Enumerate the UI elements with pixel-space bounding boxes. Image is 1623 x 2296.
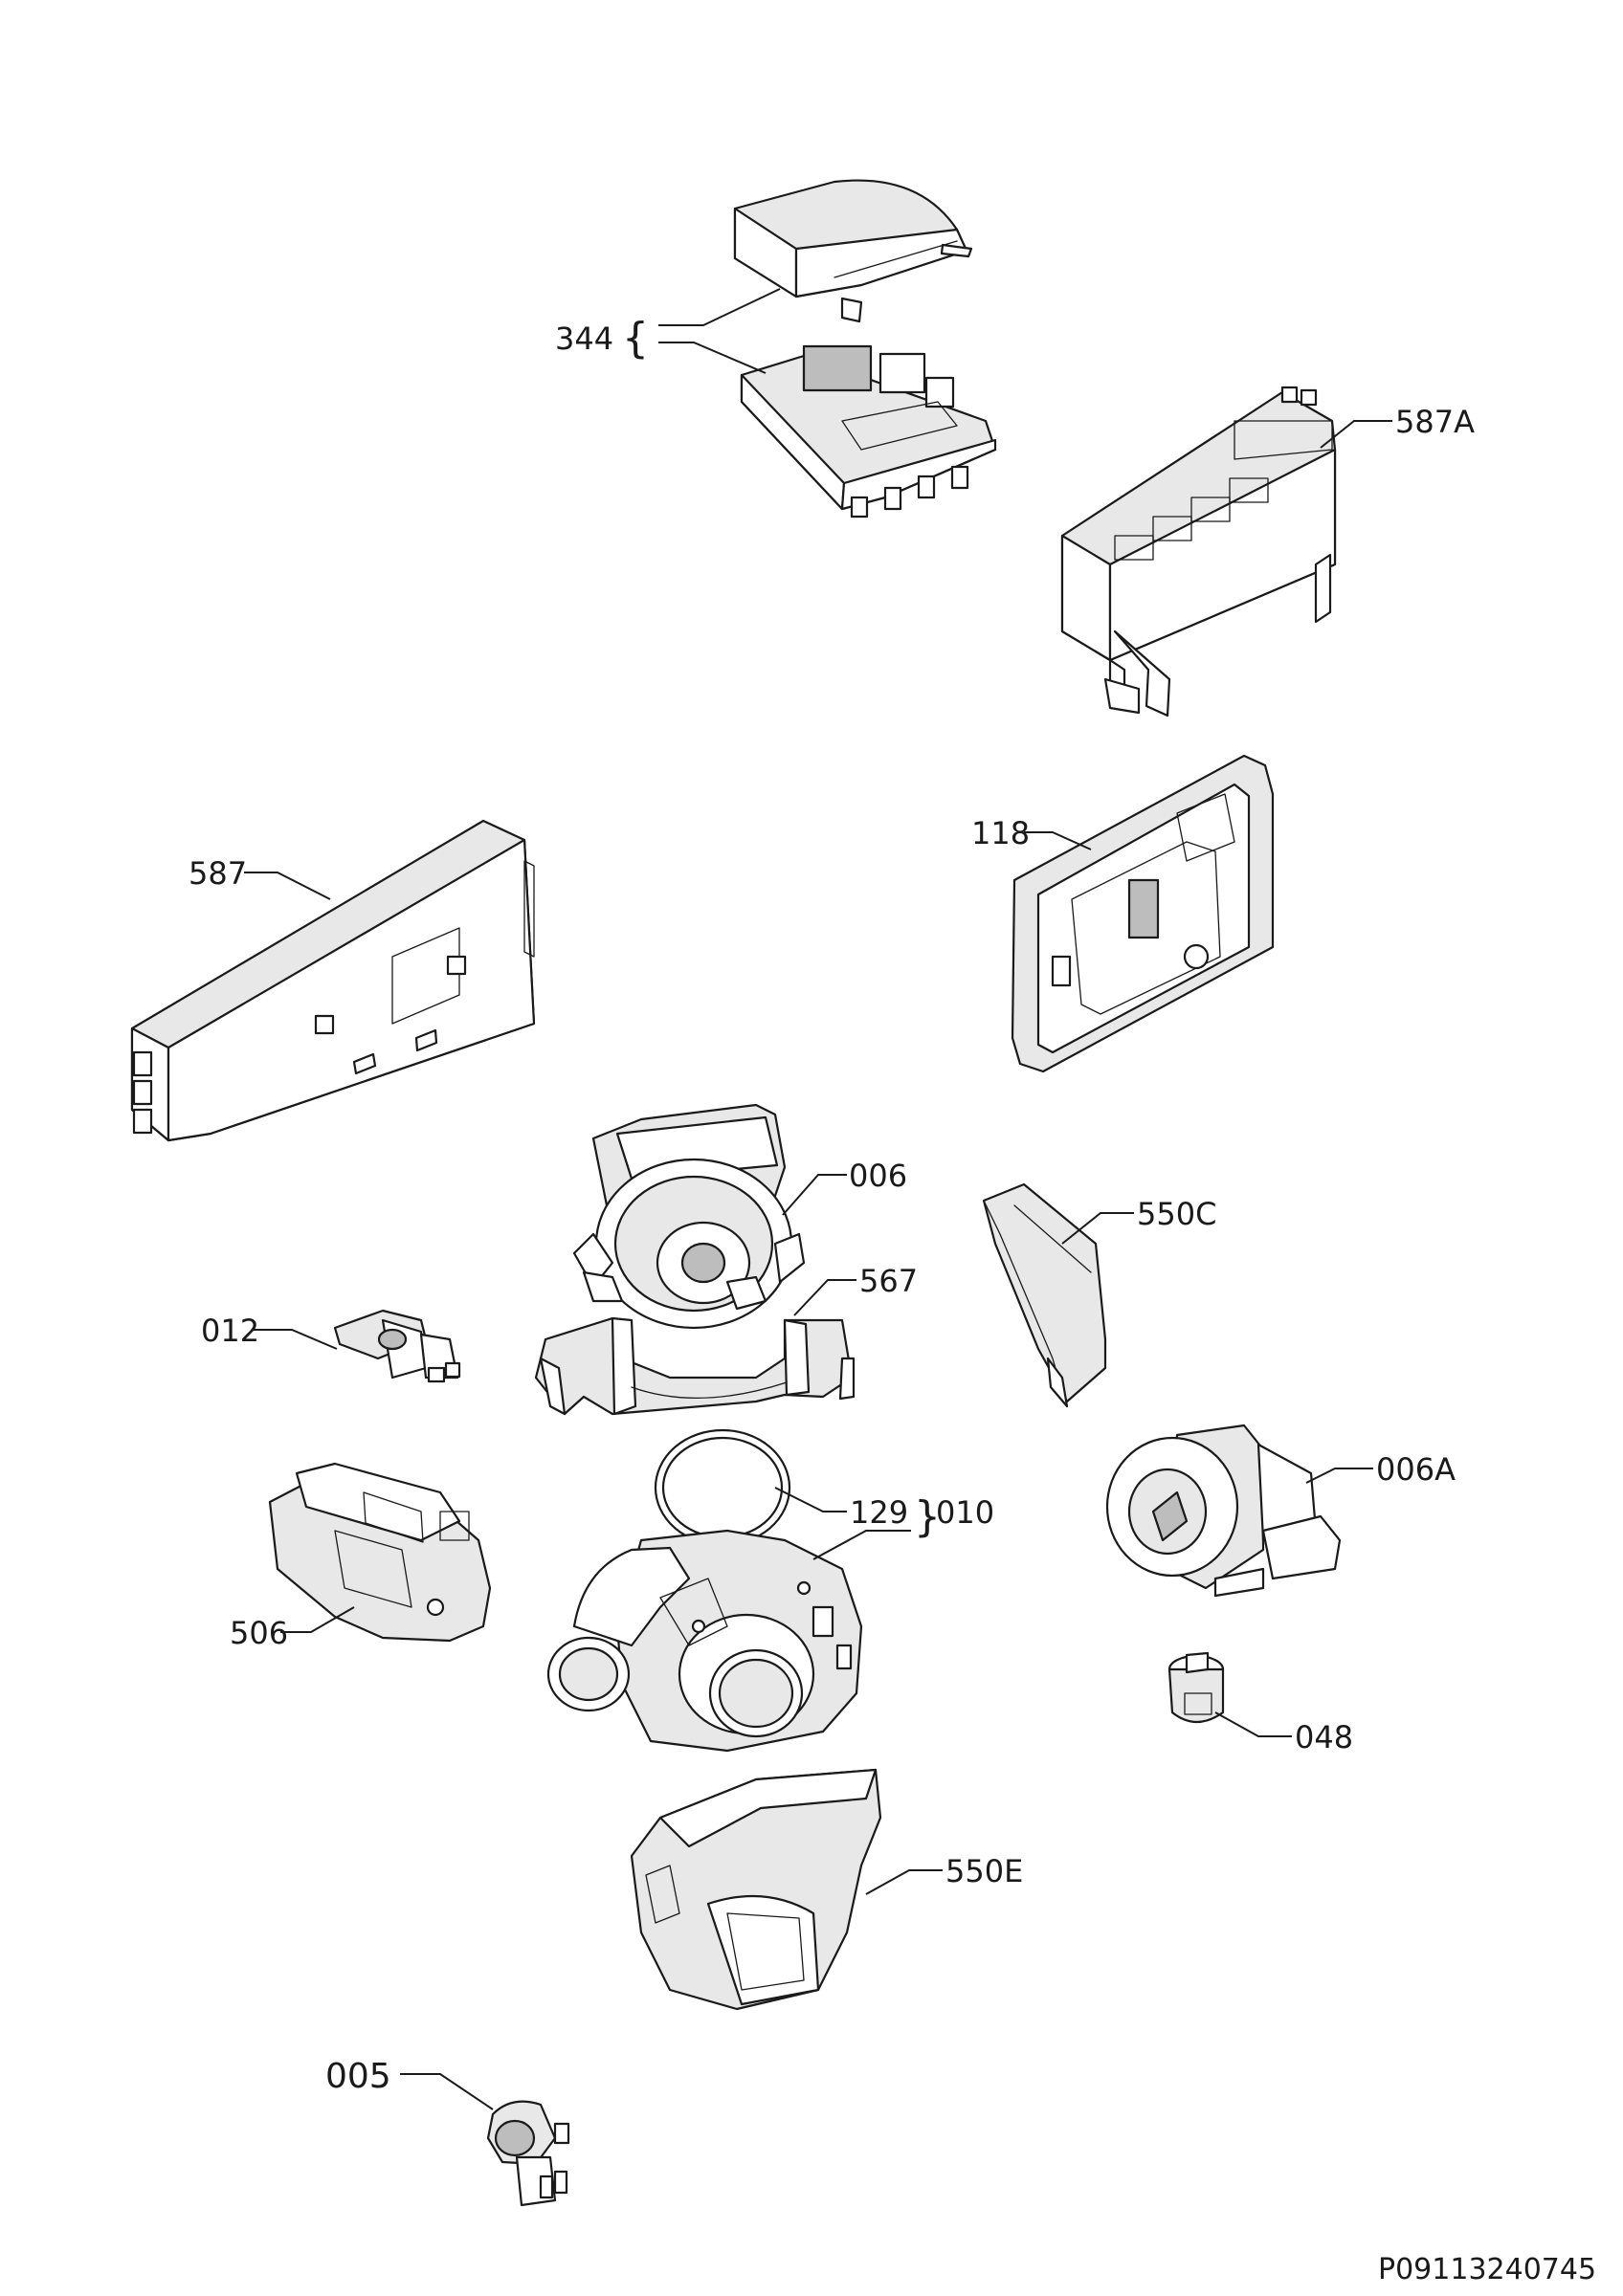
callout-344: 344: [555, 320, 613, 357]
callout-012: 012: [201, 1313, 259, 1349]
part-012-sensor: [333, 1309, 461, 1383]
part-010-heat-pump: [546, 1529, 863, 1753]
leader-506: [280, 1606, 355, 1633]
leader-012: [252, 1329, 338, 1350]
leader-010: [812, 1530, 911, 1560]
leader-567: [793, 1279, 856, 1316]
callout-006: 006: [849, 1158, 907, 1194]
part-006A-drain-pump: [1105, 1424, 1342, 1598]
part-587A-control-module: [1060, 386, 1337, 718]
callout-labels: 344 { 587A 587 118 006 550C 567 012 129 …: [189, 314, 1475, 2096]
part-344-cover: [733, 179, 973, 323]
leader-550C: [1061, 1212, 1134, 1245]
leader-006: [782, 1174, 847, 1216]
leader-118: [1024, 831, 1092, 850]
leader-048: [1214, 1711, 1292, 1737]
leader-587: [244, 872, 331, 900]
part-129-gasket: [654, 1428, 791, 1547]
part-506-housing: [268, 1462, 492, 1643]
brace-344: {: [622, 314, 649, 363]
part-550E-pump-cover: [630, 1768, 882, 2011]
leader-129: [774, 1487, 847, 1512]
part-344-board: [740, 344, 997, 519]
part-550C-cover: [982, 1182, 1107, 1408]
leader-005: [400, 2073, 494, 2110]
brace-010: }: [914, 1492, 941, 1541]
leader-006A: [1305, 1468, 1373, 1484]
callout-129: 129: [850, 1494, 908, 1531]
callout-005: 005: [325, 2057, 391, 2096]
callout-587: 587: [189, 855, 247, 892]
part-118-dispenser: [1011, 754, 1275, 1073]
part-005-inlet-valve: [486, 2100, 570, 2207]
callout-506: 506: [230, 1615, 288, 1651]
leader-587A: [1320, 420, 1392, 449]
callout-118: 118: [971, 815, 1030, 851]
callout-010: 010: [936, 1494, 994, 1531]
callout-587A: 587A: [1395, 404, 1475, 440]
callout-567: 567: [859, 1263, 918, 1299]
document-id: P09113240745: [1378, 2253, 1596, 2286]
part-048-sensor: [1167, 1651, 1225, 1724]
leader-550E: [865, 1869, 943, 1895]
leader-344-cover: [658, 288, 781, 326]
callout-550C: 550C: [1137, 1196, 1216, 1232]
leader-lines: [244, 288, 1392, 2110]
callout-006A: 006A: [1376, 1451, 1456, 1488]
callout-048: 048: [1295, 1719, 1353, 1755]
part-587-electronic-box: [130, 819, 536, 1142]
part-567-pump-bracket: [534, 1316, 856, 1416]
callout-550E: 550E: [945, 1853, 1023, 1889]
leader-344-board: [658, 342, 767, 374]
part-006-circulation-pump: [572, 1103, 806, 1330]
